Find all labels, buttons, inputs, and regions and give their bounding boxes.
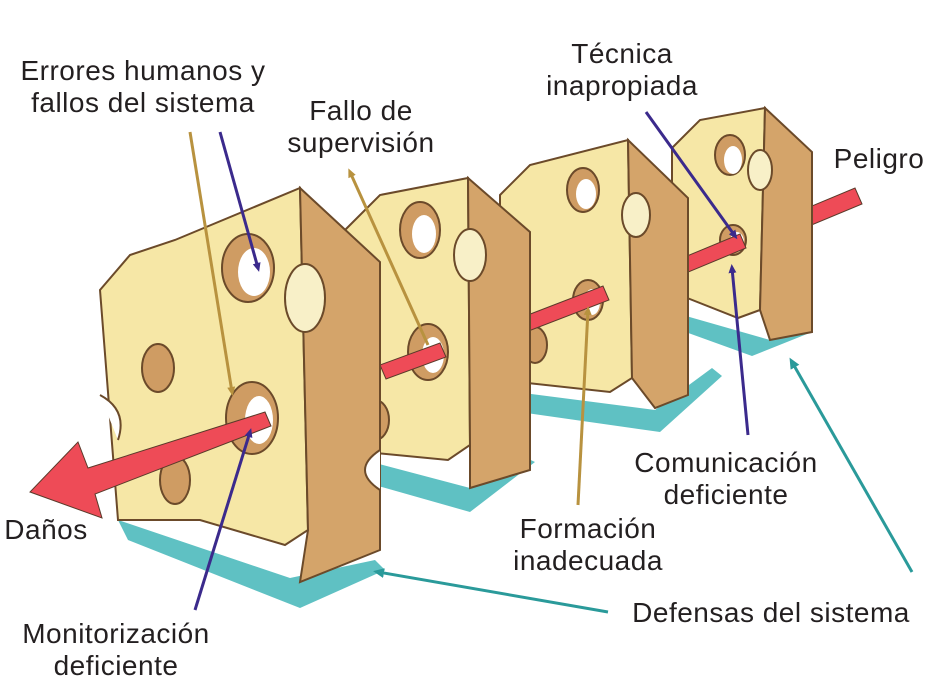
pointer-defensas-left [373, 568, 609, 614]
pointer-tecnica [644, 111, 738, 240]
pointer-monitorizacion [193, 428, 253, 611]
slice-side [466, 175, 531, 490]
label-monitorizacion-deficiente: Monitorización deficiente [0, 618, 232, 681]
label-errores-line2: fallos del sistema [31, 87, 255, 118]
label-tecnica-inapropiada: Técnica inapropiada [532, 38, 712, 102]
pointer-errores-gold [188, 131, 236, 396]
cheese-hole [453, 228, 487, 282]
cheese-hole [284, 263, 326, 333]
label-danos-text: Daños [4, 514, 88, 545]
cheese-hole [621, 192, 651, 238]
cheese-hole [576, 179, 596, 209]
label-danos: Daños [0, 514, 92, 546]
label-defensas-sistema: Defensas del sistema [612, 597, 930, 629]
slice-shadow [500, 368, 722, 432]
hazard-arrow-head [29, 411, 272, 519]
label-errores-line1: Errores humanos y [20, 55, 266, 86]
pointer-comunicacion [728, 264, 750, 436]
defense-slice-4 [671, 105, 813, 356]
label-monitorizacion-line2: deficiente [53, 650, 179, 681]
cheese-hole [412, 215, 436, 253]
label-peligro-text: Peligro [833, 143, 925, 174]
slice-shadow [672, 312, 812, 356]
cheese-hole [747, 149, 773, 191]
cheese-notch [99, 394, 122, 441]
cheese-hole [141, 343, 175, 393]
pointer-defensas-right [789, 357, 914, 573]
pointer-formacion [576, 306, 592, 506]
label-tecnica-line2: inapropiada [546, 70, 698, 101]
label-formacion-line1: Formación [519, 513, 657, 544]
label-fallo-line2: supervisión [287, 127, 435, 158]
defense-slice-1 [98, 185, 385, 608]
label-formacion-line2: inadecuada [513, 545, 663, 576]
label-comunicacion-line2: deficiente [663, 479, 789, 510]
pointer-errores-purple [218, 131, 261, 272]
cheese-hole [238, 248, 270, 296]
label-errores-humanos: Errores humanos y fallos del sistema [8, 55, 278, 119]
hazard-arrow-segment [379, 342, 447, 380]
label-fallo-supervision: Fallo de supervisión [275, 95, 447, 159]
label-peligro: Peligro [820, 143, 938, 175]
label-formacion-inadecuada: Formación inadecuada [498, 513, 678, 577]
label-comunicacion-deficiente: Comunicación deficiente [612, 447, 840, 511]
pointer-fallo-supervision [348, 168, 430, 346]
slice-shadow [118, 520, 385, 608]
slice-face [98, 186, 310, 547]
label-comunicacion-line1: Comunicación [634, 447, 818, 478]
cheese-notch [364, 449, 381, 491]
label-monitorizacion-line1: Monitorización [22, 618, 210, 649]
slice-side [758, 105, 813, 342]
slice-shadow [345, 455, 535, 512]
cheese-hole [724, 146, 742, 174]
label-fallo-line1: Fallo de [309, 95, 413, 126]
label-tecnica-line1: Técnica [571, 38, 673, 69]
label-defensas-text: Defensas del sistema [632, 597, 910, 628]
